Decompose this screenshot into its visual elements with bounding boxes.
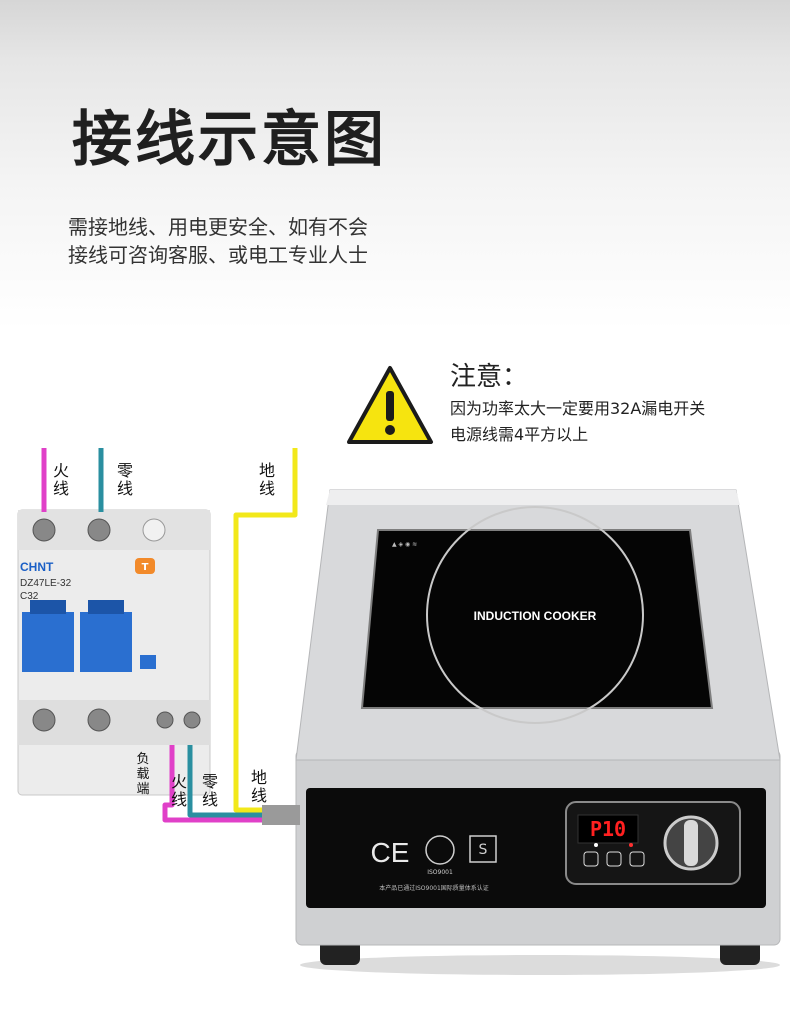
down-button[interactable] xyxy=(606,851,622,867)
induction-cooker: INDUCTION COOKER ▲ ◈ ◉ ≋ CE ISO9001 S 本产… xyxy=(295,489,781,965)
live-wire-out xyxy=(162,745,262,823)
cooktop-label: INDUCTION COOKER xyxy=(474,609,597,623)
label-load-end: 负载端 xyxy=(136,752,150,797)
display-readout: P10 xyxy=(590,817,626,841)
label-bottom-neutral: 零线 xyxy=(201,772,218,809)
subtitle: 需接地线、用电更安全、如有不会 接线可咨询客服、或电工专业人士 xyxy=(68,213,368,269)
circuit-breaker: CHNT DZ47LE-32 C32 T xyxy=(17,509,211,796)
notice-line-1: 因为功率太大一定要用32A漏电开关 xyxy=(450,399,706,418)
breaker-brand: CHNT xyxy=(20,560,54,574)
breaker-rating: C32 xyxy=(20,591,39,602)
svg-text:CE: CE xyxy=(371,837,410,868)
notice-title: 注意： xyxy=(450,362,529,392)
label-bottom-ground: 地线 xyxy=(250,768,267,805)
svg-text:T: T xyxy=(142,562,149,573)
label-top-ground: 地线 xyxy=(258,461,275,498)
notice-line-2: 电源线需4平方以上 xyxy=(450,425,589,444)
label-top-neutral: 零线 xyxy=(116,461,133,498)
up-button[interactable] xyxy=(629,851,645,867)
power-button[interactable] xyxy=(583,851,599,867)
ground-wire xyxy=(233,448,298,813)
svg-text:▲ ◈ ◉ ≋: ▲ ◈ ◉ ≋ xyxy=(392,541,417,548)
breaker-switch-1[interactable] xyxy=(22,612,74,672)
neutral-wire-out xyxy=(187,745,262,818)
breaker-switch-2[interactable] xyxy=(80,612,132,672)
test-button[interactable] xyxy=(135,558,155,574)
label-top-live: 火线 xyxy=(52,461,69,498)
breaker-model: DZ47LE-32 xyxy=(20,578,72,589)
svg-text:S: S xyxy=(479,842,488,858)
power-knob[interactable] xyxy=(663,815,719,871)
label-bottom-live: 火线 xyxy=(170,772,187,809)
subtitle-line-2: 接线可咨询客服、或电工专业人士 xyxy=(68,243,368,267)
page-title: 接线示意图 xyxy=(72,105,387,175)
certification-text: 本产品已通过ISO9001国际质量体系认证 xyxy=(379,884,489,892)
warning-icon xyxy=(347,366,433,444)
wires xyxy=(41,448,300,825)
subtitle-line-1: 需接地线、用电更安全、如有不会 xyxy=(68,215,368,239)
svg-text:ISO9001: ISO9001 xyxy=(427,869,453,876)
notice-text: 因为功率太大一定要用32A漏电开关 电源线需4平方以上 xyxy=(450,396,705,448)
